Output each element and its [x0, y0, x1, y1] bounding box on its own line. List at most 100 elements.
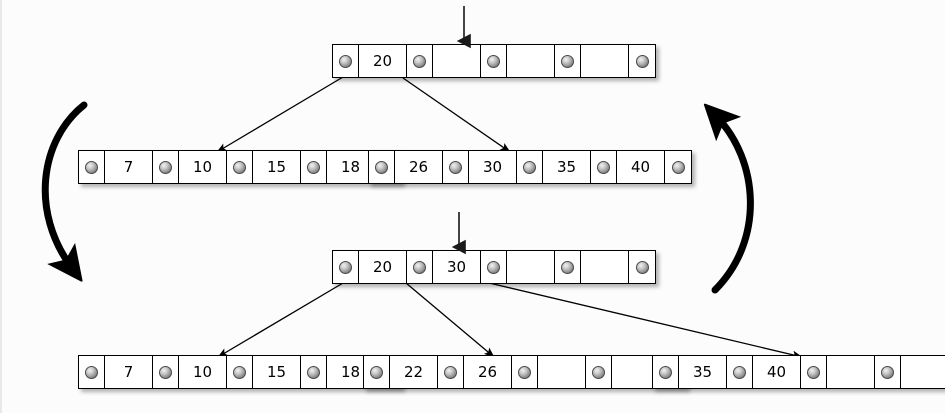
- pointer-cell[interactable]: [227, 356, 253, 388]
- pointer-cell[interactable]: [555, 251, 581, 283]
- key-cell[interactable]: 15: [253, 356, 301, 388]
- pointer-bullet-icon: [85, 365, 98, 379]
- pointer-bullet-icon: [671, 160, 685, 174]
- pointer-cell[interactable]: [665, 151, 691, 183]
- key-cell[interactable]: 30: [433, 251, 481, 283]
- edge-after-root-to-right-leaf: [463, 276, 803, 359]
- pointer-cell[interactable]: [301, 151, 327, 183]
- pointer-bullet-icon: [375, 160, 388, 174]
- key-cell[interactable]: 40: [753, 356, 801, 388]
- key-cell[interactable]: 15: [253, 151, 301, 183]
- pointer-cell[interactable]: [333, 251, 359, 283]
- key-cell[interactable]: 30: [469, 151, 517, 183]
- pointer-cell[interactable]: [875, 356, 901, 388]
- key-cell[interactable]: [901, 356, 945, 388]
- pointer-bullet-icon: [597, 160, 610, 174]
- pointer-bullet-icon: [561, 54, 574, 68]
- pointer-cell[interactable]: [481, 251, 507, 283]
- pointer-cell[interactable]: [153, 151, 179, 183]
- key-value: 20: [372, 52, 393, 70]
- key-value: 7: [123, 363, 134, 381]
- key-cell[interactable]: [507, 251, 555, 283]
- pointer-cell[interactable]: [555, 45, 581, 77]
- pointer-cell[interactable]: [629, 251, 655, 283]
- pointer-cell[interactable]: [438, 356, 464, 388]
- key-cell[interactable]: 7: [105, 356, 153, 388]
- key-value: 18: [340, 363, 361, 381]
- pointer-cell[interactable]: [512, 356, 538, 388]
- pointer-bullet-icon: [339, 260, 352, 274]
- pointer-cell[interactable]: [629, 45, 655, 77]
- leaf-node-before-right[interactable]: 26 30 35 40: [368, 150, 692, 184]
- pointer-bullet-icon: [339, 54, 352, 68]
- leaf-node-after-right[interactable]: 35 40: [652, 355, 945, 389]
- pointer-bullet-icon: [561, 260, 574, 274]
- root-node-before[interactable]: 20: [332, 44, 656, 78]
- pointer-bullet-icon: [659, 365, 672, 379]
- pointer-bullet-icon: [159, 160, 172, 174]
- pointer-bullet-icon: [487, 260, 500, 274]
- pointer-cell[interactable]: [727, 356, 753, 388]
- key-cell[interactable]: [538, 356, 586, 388]
- key-value: 40: [630, 158, 651, 176]
- key-cell[interactable]: [827, 356, 875, 388]
- pointer-cell[interactable]: [517, 151, 543, 183]
- pointer-cell[interactable]: [79, 356, 105, 388]
- leaf-node-before-left[interactable]: 7 10 15 18: [78, 150, 402, 184]
- key-cell[interactable]: 20: [359, 251, 407, 283]
- pointer-cell[interactable]: [227, 151, 253, 183]
- pointer-bullet-icon: [370, 365, 383, 379]
- pointer-cell[interactable]: [79, 151, 105, 183]
- key-cell[interactable]: 26: [464, 356, 512, 388]
- key-cell[interactable]: 35: [543, 151, 591, 183]
- pointer-bullet-icon: [413, 260, 426, 274]
- pointer-cell[interactable]: [364, 356, 390, 388]
- pointer-bullet-icon: [233, 160, 246, 174]
- key-cell[interactable]: 26: [395, 151, 443, 183]
- key-cell[interactable]: 35: [679, 356, 727, 388]
- pointer-cell[interactable]: [801, 356, 827, 388]
- key-cell[interactable]: 40: [617, 151, 665, 183]
- key-cell[interactable]: 20: [359, 45, 407, 77]
- key-value: 30: [446, 258, 467, 276]
- key-value: 20: [372, 258, 393, 276]
- key-cell[interactable]: 22: [390, 356, 438, 388]
- pointer-cell[interactable]: [443, 151, 469, 183]
- key-value: 7: [123, 158, 134, 176]
- key-value: 18: [340, 158, 361, 176]
- leaf-node-after-middle[interactable]: 22 26: [363, 355, 687, 389]
- edge-before-root-to-right-leaf: [402, 77, 511, 153]
- pointer-cell[interactable]: [653, 356, 679, 388]
- edge-after-root-to-left-leaf: [217, 282, 344, 358]
- edge-after-root-to-middle-leaf: [405, 282, 495, 358]
- pointer-cell[interactable]: [369, 151, 395, 183]
- curved-arrow-down-icon: [41, 101, 88, 268]
- key-value: 22: [403, 363, 424, 381]
- pointer-cell[interactable]: [407, 251, 433, 283]
- pointer-bullet-icon: [413, 54, 426, 68]
- key-cell[interactable]: 10: [179, 356, 227, 388]
- pointer-cell[interactable]: [591, 151, 617, 183]
- key-cell[interactable]: [581, 251, 629, 283]
- pointer-cell[interactable]: [333, 45, 359, 77]
- pointer-bullet-icon: [523, 160, 536, 174]
- pointer-cell[interactable]: [301, 356, 327, 388]
- leaf-node-after-left[interactable]: 7 10 15 18: [78, 355, 402, 389]
- key-value: 15: [266, 363, 287, 381]
- pointer-bullet-icon: [233, 365, 246, 379]
- pointer-cell[interactable]: [407, 45, 433, 77]
- pointer-cell[interactable]: [481, 45, 507, 77]
- key-value: 35: [556, 158, 577, 176]
- pointer-bullet-icon: [307, 160, 320, 174]
- key-cell[interactable]: 10: [179, 151, 227, 183]
- pointer-bullet-icon: [881, 365, 894, 379]
- pointer-cell[interactable]: [586, 356, 612, 388]
- key-cell[interactable]: [507, 45, 555, 77]
- key-cell[interactable]: [433, 45, 481, 77]
- key-cell[interactable]: 18: [327, 151, 375, 183]
- key-cell[interactable]: [581, 45, 629, 77]
- key-cell[interactable]: 7: [105, 151, 153, 183]
- pointer-cell[interactable]: [153, 356, 179, 388]
